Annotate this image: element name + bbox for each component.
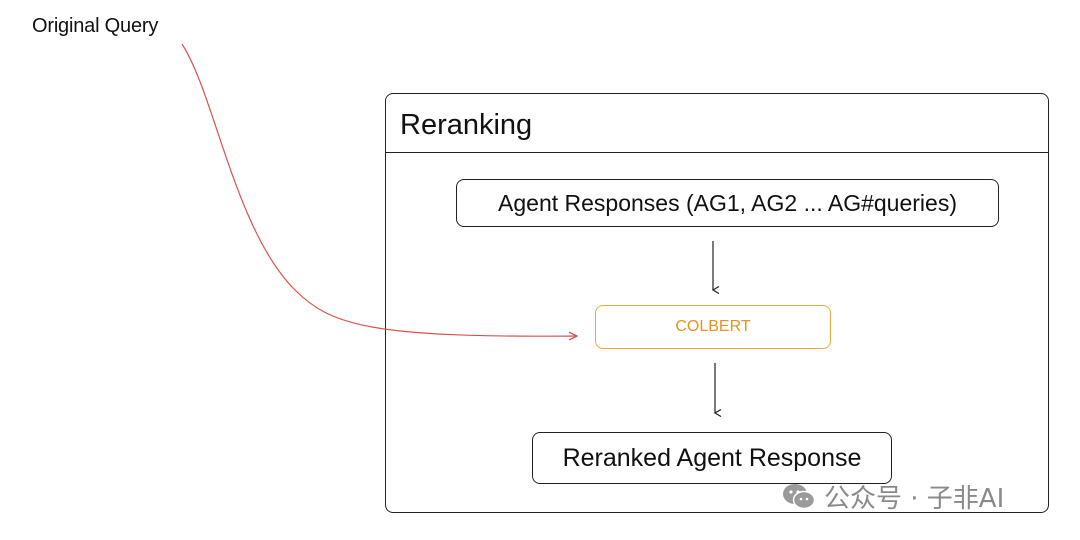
reranking-container: Reranking Agent Responses (AG1, AG2 ... … <box>385 93 1049 513</box>
reranked-response-node: Reranked Agent Response <box>532 432 892 484</box>
agent-responses-label: Agent Responses (AG1, AG2 ... AG#queries… <box>498 189 957 216</box>
watermark-text: 公众号 · 子非AI <box>824 484 1005 514</box>
watermark: 公众号 · 子非AI <box>782 478 1004 515</box>
reranking-title: Reranking <box>400 109 533 141</box>
container-divider <box>386 152 1048 153</box>
wechat-icon <box>783 483 816 509</box>
reranked-response-label: Reranked Agent Response <box>562 443 862 472</box>
colbert-node: COLBERT <box>595 305 831 349</box>
agent-responses-node: Agent Responses (AG1, AG2 ... AG#queries… <box>456 179 999 227</box>
query-to-colbert-arrow <box>181 43 577 336</box>
colbert-label: COLBERT <box>675 318 751 335</box>
original-query-label: Original Query <box>32 15 159 37</box>
